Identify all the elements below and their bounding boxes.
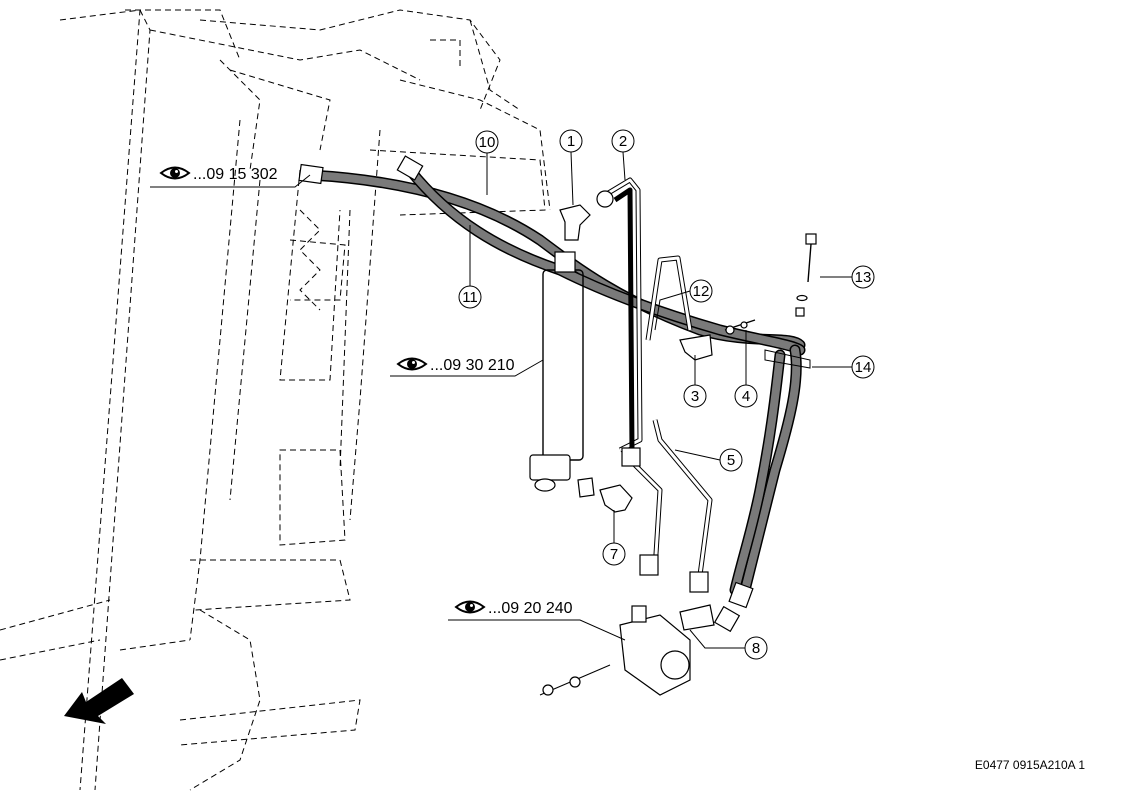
direction-arrow-icon — [64, 678, 134, 724]
callout-14: 14 — [812, 355, 875, 379]
reference-label-2: ...09 30 210 — [390, 357, 544, 377]
reference-label-3: ...09 20 240 — [448, 600, 626, 641]
reference-text: ...09 20 240 — [488, 600, 573, 617]
callout-11: 11 — [458, 225, 482, 309]
callout-10: 10 — [475, 130, 499, 195]
document-code: E0477 0915A210A 1 — [975, 758, 1085, 772]
callout-12: 12 — [654, 279, 713, 331]
callout-number: 8 — [752, 640, 760, 657]
bracket-3 — [679, 334, 713, 361]
eye-icon — [396, 357, 428, 371]
reference-text: ...09 15 302 — [193, 166, 278, 183]
callout-7: 7 — [602, 510, 626, 566]
callout-3: 3 — [683, 355, 707, 408]
frame-structure — [0, 9, 551, 791]
hose-assembly-14 — [713, 344, 811, 633]
elbow-fitting-1 — [559, 204, 591, 241]
callout-4: 4 — [734, 330, 758, 408]
bolt-4 — [724, 319, 756, 335]
callout-number: 11 — [462, 289, 478, 306]
callout-number: 3 — [691, 388, 699, 405]
callout-number: 13 — [855, 269, 872, 286]
callout-number: 7 — [610, 546, 618, 563]
valve-block — [539, 604, 715, 696]
hose-assembly-10-11 — [298, 155, 806, 356]
elbow-fitting-7 — [577, 477, 633, 513]
callout-number: 14 — [855, 359, 872, 376]
callout-13: 13 — [820, 265, 875, 289]
callout-8: 8 — [689, 629, 768, 660]
reference-text: ...09 30 210 — [430, 357, 515, 374]
callout-number: 5 — [727, 452, 735, 469]
callout-number: 12 — [693, 283, 710, 300]
reference-label-1: ...09 15 302 — [150, 166, 311, 188]
callout-number: 2 — [619, 133, 627, 150]
pipe-5-12 — [645, 255, 713, 593]
pipe-2 — [596, 177, 663, 576]
callout-number: 10 — [479, 134, 496, 151]
eye-icon — [454, 600, 486, 614]
bolt-13 — [795, 233, 817, 317]
callout-5: 5 — [674, 448, 743, 472]
callout-1: 1 — [559, 129, 583, 206]
callout-2: 2 — [611, 129, 635, 181]
hydraulic-cylinder — [529, 251, 584, 492]
callout-number: 4 — [742, 388, 750, 405]
eye-icon — [159, 166, 191, 180]
callout-number: 1 — [567, 133, 575, 150]
